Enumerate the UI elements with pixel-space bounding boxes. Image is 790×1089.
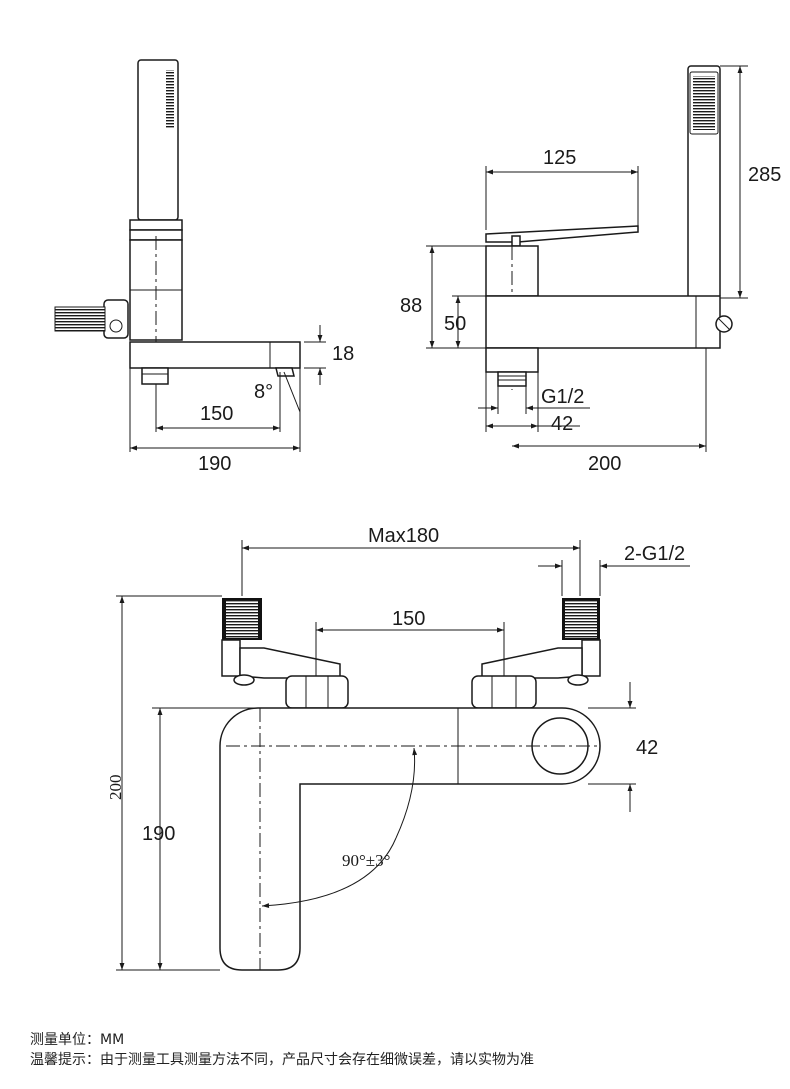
bottom-nut bbox=[141, 367, 169, 385]
dim-front-285: 285 bbox=[748, 164, 781, 186]
dim-top-42: 42 bbox=[636, 737, 658, 759]
dim-top-max: Max180 bbox=[368, 525, 439, 547]
left-hex-nut bbox=[285, 675, 349, 709]
dim-top-200: 200 bbox=[106, 775, 125, 801]
tip-note: 温馨提示：由于测量工具测量方法不同，产品尺寸会存在细微误差，请以实物为准 bbox=[30, 1052, 534, 1068]
right-eccentric-arm bbox=[481, 647, 583, 679]
dim-side-angle: 8° bbox=[254, 381, 273, 403]
right-hex-nut bbox=[471, 675, 537, 709]
top-body-outline bbox=[219, 707, 601, 971]
dim-front-thread: G1/2 bbox=[541, 386, 584, 408]
dim-side-150: 150 bbox=[200, 403, 233, 425]
dim-top-150: 150 bbox=[392, 608, 425, 630]
spout bbox=[129, 341, 301, 369]
front-view: 125 285 88 50 G1/2 42 200 bbox=[400, 65, 781, 475]
right-eccentric bbox=[581, 639, 601, 677]
dim-side-18: 18 bbox=[332, 343, 354, 365]
dim-front-88: 88 bbox=[400, 295, 422, 317]
dim-side-190: 190 bbox=[198, 453, 231, 475]
unit-note: 测量单位：MM bbox=[30, 1032, 125, 1048]
inlet-thread bbox=[54, 306, 106, 332]
notes: 测量单位：MM 温馨提示：由于测量工具测量方法不同，产品尺寸会存在细微误差，请以… bbox=[30, 1030, 534, 1070]
lever-handle bbox=[485, 225, 639, 243]
dim-front-125: 125 bbox=[543, 147, 576, 169]
front-spout bbox=[485, 295, 721, 349]
front-nut bbox=[485, 347, 539, 373]
top-view: Max180 2-G1/2 150 bbox=[106, 525, 690, 971]
shower-spray-face bbox=[166, 70, 174, 128]
left-eccentric bbox=[221, 639, 241, 677]
dim-front-50: 50 bbox=[444, 313, 466, 335]
dim-front-200: 200 bbox=[588, 453, 621, 475]
side-view: 18 8° 150 190 bbox=[54, 59, 354, 475]
dim-top-190: 190 bbox=[142, 823, 175, 845]
front-spray-face bbox=[693, 76, 715, 130]
shower-holder-ring bbox=[129, 219, 183, 231]
left-eccentric-arm bbox=[239, 647, 341, 679]
dim-front-42: 42 bbox=[551, 413, 573, 435]
dim-top-thread: 2-G1/2 bbox=[624, 543, 685, 565]
dim-top-angle: 90°±3° bbox=[342, 851, 390, 870]
